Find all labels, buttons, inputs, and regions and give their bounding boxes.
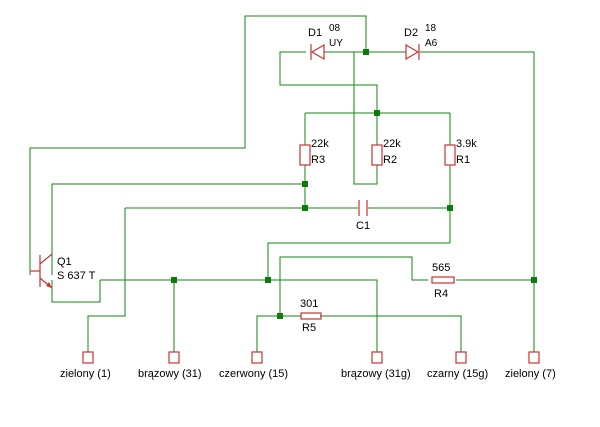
junction-dot: [171, 277, 177, 283]
junction-dot: [302, 181, 308, 187]
resistor-r3-ref: R3: [311, 154, 325, 166]
wire-r5-right: [320, 315, 462, 352]
wire-d2-right: [420, 51, 535, 352]
capacitor-c1-ref: C1: [356, 220, 370, 232]
wire-d1-left: [279, 51, 378, 113]
wire-main-bus: [100, 279, 378, 352]
junctions: [171, 49, 537, 319]
diode-d1-value-bottom: UY: [329, 38, 343, 49]
connector-pad-3: [251, 351, 263, 364]
wire-top-loop: [29, 15, 367, 275]
resistor-r4-body: [431, 276, 455, 284]
wire-r4-left: [279, 256, 428, 316]
resistor-r3-value: 22k: [311, 138, 329, 150]
resistor-r5-ref: R5: [302, 322, 316, 334]
diode-d2-value-top: 18: [425, 23, 437, 34]
wire-base: [51, 183, 305, 275]
resistor-r5-value: 301: [300, 298, 318, 310]
transistor-q1-arrow: [46, 282, 52, 288]
connectors: zielony (1) brązowy (31) czerwony (15) b…: [60, 351, 556, 380]
junction-dot: [302, 205, 308, 211]
connector-label-3: czerwony (15): [219, 368, 288, 380]
wire-emitter: [51, 280, 101, 303]
diode-d1-ref: D1: [308, 27, 322, 39]
resistor-r4-value: 565: [432, 262, 450, 274]
resistor-r4: 565 R4: [431, 262, 455, 300]
transistor-q1-collector: [39, 253, 53, 265]
resistor-r1-value: 3.9k: [456, 138, 477, 150]
junction-dot: [531, 277, 537, 283]
diode-d1-value-top: 08: [329, 23, 341, 34]
diode-d2-ref: D2: [404, 27, 418, 39]
resistor-r1: 3.9k R1: [444, 138, 477, 166]
junction-dot: [363, 49, 369, 55]
connector-pad-6: [528, 351, 540, 364]
capacitor-c1: C1: [356, 200, 370, 232]
wire-r5-left: [256, 315, 301, 352]
resistor-r1-ref: R1: [456, 154, 470, 166]
diode-d2: D2 18 A6: [404, 23, 438, 61]
junction-dot: [447, 205, 453, 211]
connector-pad-2: [168, 351, 180, 364]
resistor-r2-body: [371, 144, 383, 166]
connector-pad-1: [82, 351, 94, 364]
transistor-q1: Q1 S 637 T: [30, 253, 96, 289]
transistor-q1-ref: Q1: [57, 256, 72, 268]
resistor-r4-ref: R4: [434, 288, 448, 300]
connector-label-4: brązowy (31g): [341, 368, 411, 380]
connector-label-2: brązowy (31): [138, 368, 202, 380]
resistor-r2-ref: R2: [383, 154, 397, 166]
diode-d1: D1 08 UY: [308, 23, 343, 61]
resistor-r2-value: 22k: [383, 138, 401, 150]
transistor-q1-part: S 637 T: [57, 270, 96, 282]
diode-d1-symbol: [310, 43, 325, 61]
junction-dot: [265, 277, 271, 283]
wires: [29, 15, 535, 352]
wire-c1-to-conn1: [87, 208, 126, 352]
connector-label-1: zielony (1): [60, 368, 111, 380]
resistor-r2: 22k R2: [371, 138, 401, 166]
resistor-r5-body: [300, 312, 322, 320]
resistor-r1-body: [444, 144, 456, 166]
resistor-r3-body: [299, 144, 311, 166]
wire-r1-to-bus: [267, 242, 450, 280]
junction-dot: [277, 313, 283, 319]
resistor-r5: 301 R5: [300, 298, 322, 334]
diode-d2-value-bottom: A6: [425, 38, 438, 49]
connector-label-6: zielony (7): [505, 368, 556, 380]
connector-pad-4: [371, 351, 383, 364]
junction-dot: [374, 110, 380, 116]
diode-d2-symbol: [405, 43, 420, 61]
resistor-r3: 22k R3: [299, 138, 329, 166]
connector-label-5: czarny (15g): [427, 368, 488, 380]
connector-pad-5: [455, 351, 467, 364]
wire-r2-bottom: [353, 52, 378, 185]
